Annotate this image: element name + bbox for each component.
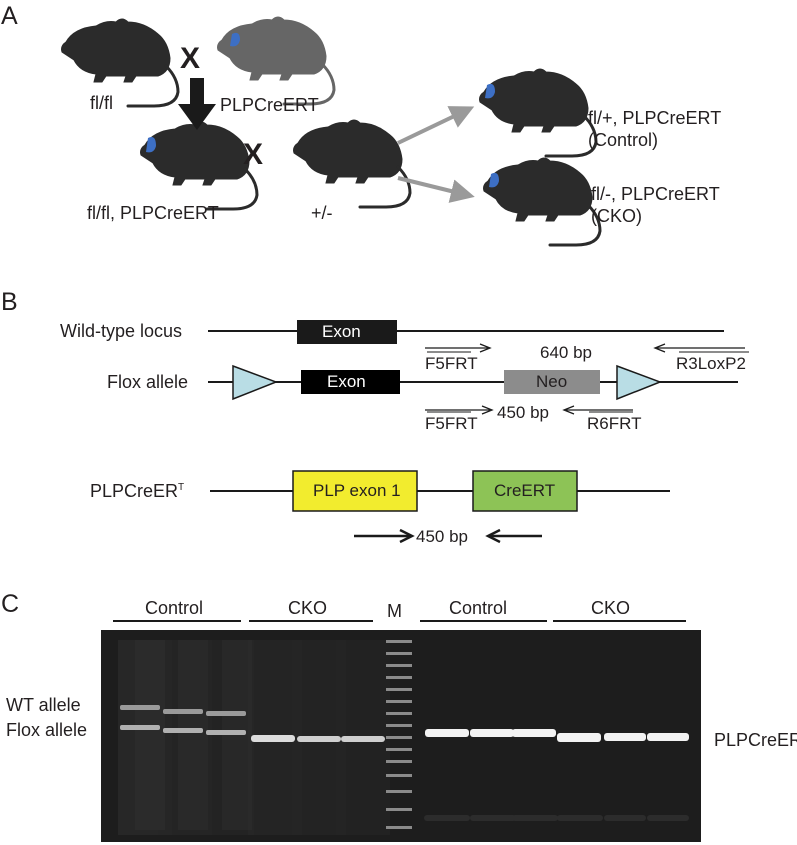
mouse-icon bbox=[139, 120, 259, 211]
diagonal-arrow-icon bbox=[397, 176, 475, 203]
flox-allele-label: Flox allele bbox=[6, 720, 88, 740]
primer-arrow-right bbox=[354, 528, 415, 544]
wildtype-exon-box bbox=[297, 320, 397, 344]
ear-icon bbox=[146, 137, 156, 153]
plp-construct-label: PLPCreERT bbox=[90, 481, 185, 501]
primer-f5frt: F5FRT bbox=[425, 414, 478, 433]
panel-label-c: C bbox=[1, 590, 20, 618]
offspring-genotype: +/- bbox=[311, 203, 333, 223]
flox-exon-box bbox=[301, 370, 400, 394]
down-arrow-icon bbox=[178, 78, 216, 130]
group-label-cko: CKO bbox=[591, 598, 631, 618]
primer-r6frt: R6FRT bbox=[587, 414, 642, 433]
plp-exon-box bbox=[292, 470, 418, 512]
product-450-plp: 450 bp bbox=[416, 527, 468, 546]
neo-box bbox=[504, 370, 600, 394]
creert-label: CreERT bbox=[494, 481, 556, 500]
product-640: 640 bp bbox=[540, 343, 592, 362]
primer-arrow-left bbox=[562, 405, 633, 415]
marker-label: M bbox=[387, 601, 402, 621]
plp-exon-label: PLP exon 1 bbox=[313, 481, 401, 500]
primer-dimer-bands bbox=[424, 815, 689, 821]
flox-allele-bands bbox=[120, 725, 385, 742]
primer-arrow-right bbox=[425, 405, 494, 415]
group-label-control: Control bbox=[145, 598, 204, 618]
wildtype-locus-label: Wild-type locus bbox=[60, 321, 183, 341]
control-label: (Control) bbox=[588, 130, 659, 150]
group-label-control: Control bbox=[449, 598, 508, 618]
product-450-flox: 450 bp bbox=[497, 403, 549, 422]
panel-label-a: A bbox=[1, 2, 18, 30]
mouse-icon bbox=[482, 156, 602, 247]
primer-arrow-right bbox=[425, 343, 492, 353]
loxp-icon bbox=[232, 364, 279, 401]
loxp-icon bbox=[616, 364, 663, 401]
plp-bands bbox=[425, 729, 689, 742]
wt-allele-bands bbox=[120, 705, 246, 716]
mouse-icon bbox=[216, 15, 336, 106]
parent-left-genotype: fl/fl bbox=[90, 93, 114, 113]
primer-r3loxp2: R3LoxP2 bbox=[676, 354, 746, 373]
ear-icon bbox=[230, 32, 240, 47]
plp-band-label: PLPCreERT bbox=[714, 730, 797, 750]
mouse-icon bbox=[60, 17, 180, 108]
panel-label-b: B bbox=[1, 288, 18, 316]
cross-symbol: X bbox=[243, 138, 264, 171]
ear-icon bbox=[485, 83, 495, 99]
primer-arrow-left bbox=[653, 343, 745, 353]
creert-box bbox=[472, 470, 578, 512]
primer-arrow-left bbox=[485, 528, 542, 544]
wt-allele-label: WT allele bbox=[6, 695, 81, 715]
mouse-icon bbox=[292, 118, 412, 209]
wildtype-exon-label: Exon bbox=[322, 322, 361, 341]
cross-symbol: X bbox=[180, 42, 201, 75]
ear-icon bbox=[489, 172, 499, 188]
primer-f5frt: F5FRT bbox=[425, 354, 478, 373]
mouse-icon bbox=[478, 67, 598, 158]
group-label-cko: CKO bbox=[288, 598, 328, 618]
flox-exon-label: Exon bbox=[327, 372, 366, 391]
marker-ladder bbox=[386, 640, 412, 829]
control-genotype: fl/+, PLPCreERT bbox=[588, 108, 722, 128]
flox-allele-label: Flox allele bbox=[107, 372, 189, 392]
cko-label: (CKO) bbox=[591, 206, 642, 226]
cko-genotype: fl/-, PLPCreERT bbox=[591, 184, 720, 204]
diagonal-arrow-icon bbox=[397, 106, 475, 145]
offspring-genotype: fl/fl, PLPCreERT bbox=[87, 203, 219, 223]
gel-image bbox=[101, 630, 701, 842]
parent-right-genotype: PLPCreERT bbox=[220, 95, 319, 115]
neo-label: Neo bbox=[536, 372, 568, 391]
